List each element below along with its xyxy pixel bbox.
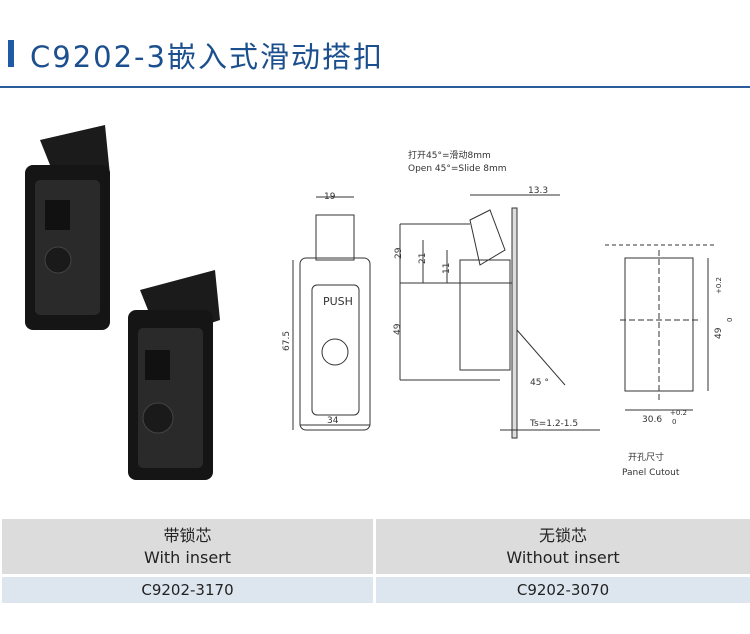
cutout-label-cn: 开孔尺寸 xyxy=(628,453,665,463)
side-view-drawing xyxy=(399,194,600,439)
latch-without-insert-photo xyxy=(128,270,220,480)
cutout-width: 30.6 xyxy=(642,415,662,425)
cutout-width-tol-top: +0.2 xyxy=(670,409,687,417)
cutout-width-tol-bot: 0 xyxy=(672,418,676,426)
cutout-label-en: Panel Cutout xyxy=(622,468,680,478)
code-without-insert: C9202-3070 xyxy=(376,577,750,603)
dim-49: 49 xyxy=(393,323,403,335)
front-view-drawing: PUSH xyxy=(292,196,371,431)
thickness: Ts=1.2-1.5 xyxy=(529,419,578,429)
angle-45: 45 ° xyxy=(530,378,549,388)
dim-29: 29 xyxy=(394,247,404,259)
title-divider xyxy=(0,86,750,88)
cutout-height-tol-bot: 0 xyxy=(726,318,734,322)
page-title: C9202-3嵌入式滑动搭扣 xyxy=(30,40,384,74)
dim-19: 19 xyxy=(324,192,336,202)
dim-67-5: 67.5 xyxy=(282,331,292,351)
latch-with-insert-photo xyxy=(25,125,110,330)
dim-13-3: 13.3 xyxy=(528,186,548,196)
panel-cutout-drawing xyxy=(605,244,715,411)
title-accent-bar xyxy=(8,40,14,67)
dim-21: 21 xyxy=(418,253,428,264)
product-photos: PUSH 19 67.5 34 13.3 29 21 11 49 45 ° Ts… xyxy=(25,125,734,480)
open-note-cn: 打开45°=滑动8mm xyxy=(408,151,491,161)
dim-11: 11 xyxy=(442,263,452,274)
code-with-insert: C9202-3170 xyxy=(2,577,373,603)
push-label: PUSH xyxy=(323,295,353,308)
cutout-height: 49 xyxy=(714,327,724,339)
dim-34: 34 xyxy=(327,416,339,426)
cutout-height-tol-top: +0.2 xyxy=(715,277,723,294)
open-note-en: Open 45°=Slide 8mm xyxy=(408,164,507,174)
